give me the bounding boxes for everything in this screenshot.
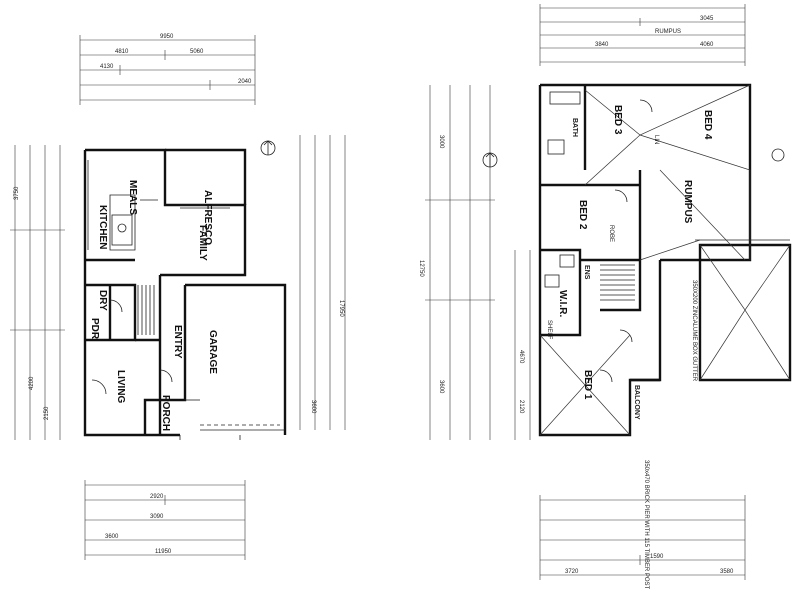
first-top-dimensions: 4060 3045 3840 RUMPUS [539,4,746,66]
ground-dim-left-b: 4200 [29,376,35,390]
room-label-porch: PORCH [160,395,171,431]
room-label-robe: ROBE [608,225,614,242]
ground-dim-bottom-b: 2920 [150,494,164,500]
ground-dim-top-overall: 9950 [160,34,174,40]
room-label-ens: ENS [583,265,590,280]
first-bottom-dimensions: 3720 3580 1590 [539,495,746,580]
room-label-meals: MEALS [127,180,138,215]
ground-dim-top-b: 5060 [190,49,204,55]
ground-dim-right-b: 3600 [310,400,316,414]
first-roof-lines [539,84,751,436]
box-gutter-note: 350X200 ZINCALUME BOX GUTTER [691,280,697,382]
first-dim-top-a: 3045 [700,16,714,22]
first-dim-bottom-b: 1590 [650,554,664,560]
room-label-entry: ENTRY [172,325,183,359]
first-dim-right-b: 2120 [518,400,524,414]
ground-dim-left-a: 3750 [14,186,20,200]
room-label-pdr: PDR [89,318,100,340]
first-dim-top-overall: 4060 [700,42,714,48]
room-label-kitchen: KITCHEN [97,205,108,249]
first-notes: 350X200 ZINCALUME BOX GUTTER 350x470 BRI… [643,280,697,589]
room-label-dry: DRY [97,290,108,311]
room-label-rumpus: RUMPUS [682,180,693,224]
ground-dim-top-d: 2040 [238,79,252,85]
ground-dim-top-a: 4810 [115,49,129,55]
room-label-lin: LIN [653,135,659,144]
first-room-labels: BED 3 BATH BED 4 BED 2 RUMPUS W.I.R. ENS… [546,105,713,420]
first-dim-left-a: 3000 [438,135,444,149]
room-label-shelf: SHELF [546,320,552,340]
first-dim-bottom-overall: 3720 [565,569,579,575]
first-dim-top-b: 3840 [595,42,609,48]
first-right-dimensions: 4670 2120 [514,250,531,440]
room-label-living: LIVING [115,370,126,404]
ground-dim-bottom-c: 3090 [150,514,164,520]
ground-dim-bottom-overall: 11950 [155,549,172,555]
ground-bottom-dimensions: 11950 3600 2920 3090 [84,480,246,560]
room-label-bed4: BED 4 [702,110,713,140]
room-label-bath: BATH [571,118,578,137]
room-label-garage: GARAGE [207,330,218,374]
first-north-arrow [482,148,785,168]
first-floor-plan: 4060 3045 3840 RUMPUS 3000 3600 12750 46… [418,4,792,589]
room-label-bed3: BED 3 [612,105,623,135]
room-label-bed1: BED 1 [582,370,593,400]
first-dim-right-a: 4670 [518,350,524,364]
ground-right-dimensions: 17950 3600 [299,135,346,430]
room-label-alfresco: ALFRESCO [202,190,213,245]
first-dim-left-b: 3600 [438,380,444,394]
ground-dim-right-a: 17950 [338,300,344,317]
room-label-bed2: BED 2 [577,200,588,230]
brick-pier-note: 350x470 BRICK PIER WITH 115 TIMBER POST [643,460,649,589]
first-dim-bottom-a: 3580 [720,569,734,575]
room-label-balcony: BALCONY [633,385,640,420]
first-left-dimensions: 3000 3600 12750 [418,85,495,440]
ground-top-dimensions: 9950 4810 5060 4130 2040 [79,34,256,105]
ground-left-dimensions: 3750 4200 2150 [10,145,65,440]
ground-room-labels: ALFRESCO MEALS KITCHEN FAMILY DRY PDR EN… [89,180,218,431]
ground-north-arrow [260,140,276,156]
ground-floor-plan: 9950 4810 5060 4130 2040 3750 4200 2150 … [10,34,346,560]
ground-dim-left-c: 2150 [44,406,50,420]
ground-dim-bottom-a: 3600 [105,534,119,540]
first-walls [538,83,792,437]
ground-walls [83,148,287,440]
first-dim-left-c: 12750 [418,260,424,277]
room-label-family: FAMILY [197,225,208,261]
first-dim-top-c: RUMPUS [655,29,681,35]
ground-dim-top-c: 4130 [100,64,114,70]
room-label-wir: W.I.R. [557,290,568,317]
